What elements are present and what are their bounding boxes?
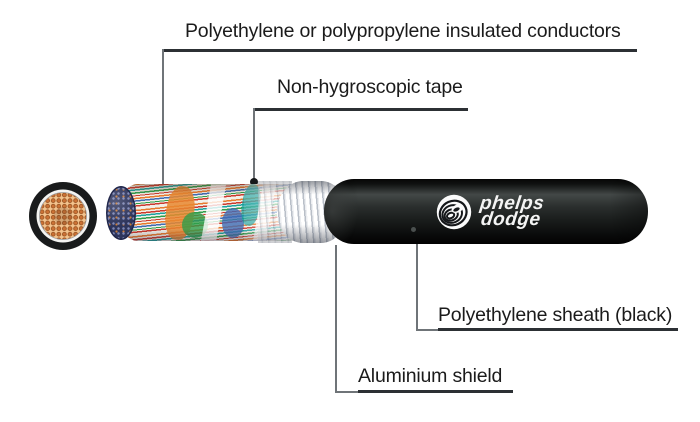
underline-aluminium-shield bbox=[358, 390, 513, 393]
phelps-dodge-logo: phelps dodge bbox=[436, 193, 546, 230]
logo-word-dodge: dodge bbox=[479, 209, 542, 230]
leader-line-non-hygroscopic-tape bbox=[253, 108, 255, 182]
leader-elbow-aluminium-shield bbox=[335, 391, 360, 393]
underline-polyethylene-sheath bbox=[438, 328, 678, 331]
label-polyethylene-sheath: Polyethylene sheath (black) bbox=[438, 304, 673, 326]
conductor-patch-blue bbox=[222, 208, 244, 238]
label-non-hygroscopic-tape: Non-hygroscopic tape bbox=[277, 76, 463, 98]
cable-cross-section bbox=[29, 182, 97, 250]
leader-elbow-sheath bbox=[416, 329, 440, 331]
phelps-dodge-swirl-icon bbox=[436, 194, 472, 230]
leader-line-insulated-conductors bbox=[162, 49, 164, 189]
label-insulated-conductors: Polyethylene or polypropylene insulated … bbox=[185, 20, 621, 42]
underline-non-hygroscopic-tape bbox=[253, 108, 468, 111]
underline-insulated-conductors bbox=[162, 49, 637, 52]
leader-line-sheath bbox=[416, 231, 418, 331]
leader-dot-non-hygroscopic-tape bbox=[250, 178, 258, 186]
phelps-dodge-wordmark: phelps dodge bbox=[477, 193, 546, 230]
polyethylene-sheath bbox=[324, 179, 648, 244]
label-aluminium-shield: Aluminium shield bbox=[358, 365, 503, 387]
leader-dot-sheath bbox=[411, 227, 416, 232]
bundle-end-face bbox=[106, 186, 136, 240]
leader-line-aluminium-shield bbox=[335, 245, 337, 393]
